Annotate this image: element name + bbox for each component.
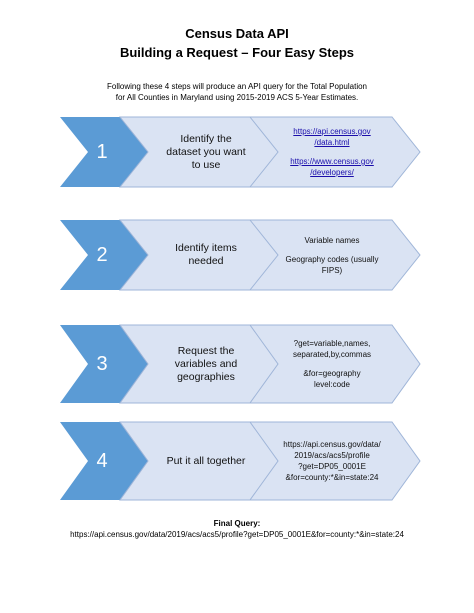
step-3-number: 3 [96,353,108,375]
step-4-detail-line-3: ?get=DP05_0001E [298,462,366,471]
step-4-action-line-1: Put it all together [166,454,246,467]
dataset-list-link[interactable]: https://api.census.gov /data.html [293,126,370,148]
step-3-action-line-2: variables and [174,357,238,370]
step-1-number: 1 [96,141,108,163]
page-subtitle: Building a Request – Four Easy Steps [119,45,355,60]
step-2-detail-chevron [248,219,421,291]
step-3-detail-line-2: separated,by,commas [292,350,372,359]
step-2-shapes [60,219,421,291]
developers-link-line-1: https://www.census.gov [290,157,374,166]
step-3-detail-line-1: ?get=variable,names, [293,339,371,348]
step-2-action-line-1: Identify items [175,242,237,254]
dataset-list-link-line-2: /data.html [314,138,350,147]
step-3-action-line-1: Request the [177,344,235,357]
step-4-detail-line-1: https://api.census.gov/data/ [283,440,381,449]
step-3-detail-line-3: &for=geography [303,369,361,378]
dataset-list-link-line-1: https://api.census.gov [293,127,371,136]
step-2-action: Identify items needed [150,220,262,290]
step-4-detail-line-2: 2019/acs/acs5/profile [294,451,370,460]
developers-link[interactable]: https://www.census.gov /developers/ [290,156,374,178]
intro-line-1: Following these 4 steps will produce an … [106,82,367,91]
step-1-detail: https://api.census.gov /data.html https:… [270,117,394,187]
step-3-detail-chevron [249,324,421,404]
developers-link-line-2: /developers/ [310,168,354,177]
intro-text: Following these 4 steps will produce an … [92,81,382,103]
intro-line-2: for All Counties in Maryland using 2015-… [115,93,359,102]
final-query: Final Query: https://api.census.gov/data… [0,518,474,540]
step-1-action-line-2: dataset you want [166,145,246,158]
step-1-action-line-3: to use [191,158,221,171]
step-2-number: 2 [96,244,108,266]
step-4-shapes [60,421,421,501]
step-3-action-line-3: geographies [177,370,235,383]
step-4-detail-line-4: &for=county:*&in=state:24 [285,473,379,482]
step-1-action: Identify the dataset you want to use [150,117,262,187]
final-query-value: https://api.census.gov/data/2019/acs/acs… [70,530,404,539]
step-3-action: Request the variables and geographies [150,325,262,403]
step-4-action: Put it all together [150,422,262,500]
step-1-action-line-1: Identify the [180,132,232,145]
step-2-detail: Variable names Geography codes (usually … [270,220,394,290]
step-4-detail: https://api.census.gov/data/ 2019/acs/ac… [270,422,394,500]
step-2-detail-line-1: Variable names [304,235,360,245]
step-1-detail-chevron [248,116,421,188]
page-title: Census Data API [185,26,289,41]
step-2-action-line-2: needed [188,255,224,267]
step-4-detail-chevron [249,421,421,501]
step-2-detail-line-2: Geography codes (usually [285,254,379,264]
final-query-label: Final Query: [213,519,261,528]
step-2-detail-line-3: FIPS) [321,265,343,275]
step-1-shapes [60,116,421,188]
step-3-detail: ?get=variable,names, separated,by,commas… [270,325,394,403]
step-3-detail-line-4: level:code [313,380,351,389]
step-4-number: 4 [96,450,108,472]
step-3-shapes [60,324,421,404]
